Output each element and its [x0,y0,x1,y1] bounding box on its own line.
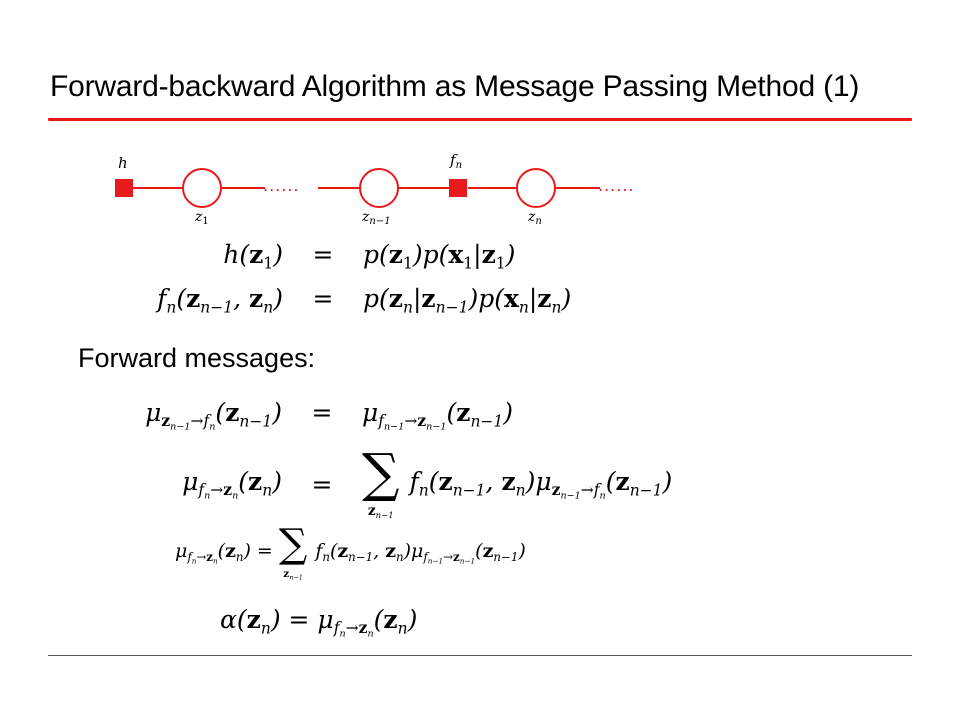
label-fn: fn [449,151,462,171]
equation-alpha: α(zn) = μfn→zn(zn) [220,605,418,640]
dots-2: ...... [598,176,635,195]
equation-h: h(z1) = p(z1)p(x1|z1) [223,240,516,273]
label-zn1: zn−1 [361,209,391,227]
label-zn: zn [527,209,542,227]
node-zn1 [359,168,399,208]
factor-fn [449,179,467,197]
node-zn [516,168,556,208]
equation-mu-f-to-z: μfn→zn(zn) = ∑zn−1 fn(zn−1, zn)μzn−1→fn(… [182,443,673,521]
slide-title: Forward-backward Algorithm as Message Pa… [50,70,860,103]
sum-symbol-recursive: ∑zn−1 [278,521,308,582]
factor-graph: ...... ...... h fn z1 zn−1 zn [115,151,635,227]
title-underline [48,118,912,121]
sum-symbol: ∑zn−1 [362,443,400,521]
label-h: h [118,154,128,172]
dots-1: ...... [263,176,300,195]
equation-mu-z-to-f: μzn−1→fn(zn−1) = μfn−1→zn−1(zn−1) [145,398,514,433]
equation-mu-f-to-z-recursive: μfn→zn(zn) = ∑zn−1 fn(zn−1, zn)μfn−1→zn−… [175,521,526,582]
equation-fn: fn(zn−1, zn) = p(zn|zn−1)p(xn|zn) [157,284,572,317]
label-z1: z1 [194,209,209,227]
forward-messages-heading: Forward messages: [78,343,316,373]
factor-h [115,179,133,197]
bottom-rule [48,655,912,656]
node-z1 [182,168,222,208]
